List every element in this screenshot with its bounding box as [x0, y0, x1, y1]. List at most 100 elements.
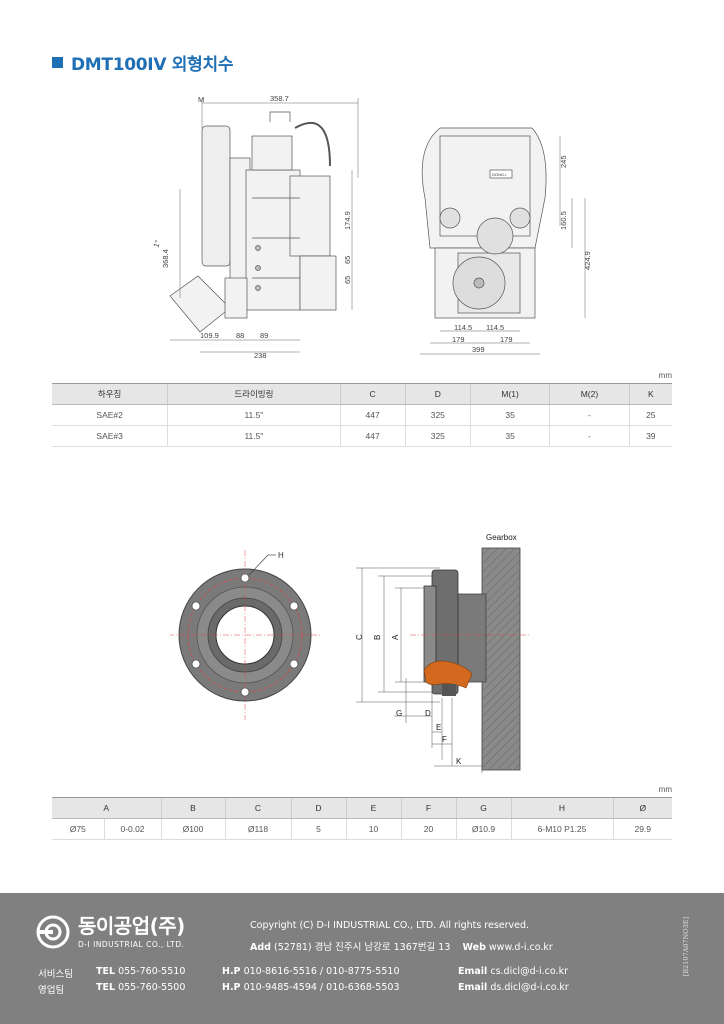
table1-unit: mm	[658, 371, 672, 380]
company-logo: 동이공업(주) D-I INDUSTRIAL CO., LTD.	[36, 915, 185, 949]
hp-label: H.P	[222, 982, 241, 993]
dim-89: 89	[260, 331, 268, 340]
sales-tel: TEL 055-760-5500	[96, 982, 185, 993]
table-cell: 11.5"	[167, 425, 341, 447]
table2-unit: mm	[658, 785, 672, 794]
table2-header: G	[455, 797, 511, 819]
table-cell: Ø100	[160, 818, 225, 840]
table-cell: Ø75	[52, 818, 104, 840]
table2-header: C	[224, 797, 291, 819]
table-cell: Ø10.9	[455, 818, 511, 840]
nameplate-label: DONG-I	[492, 172, 506, 177]
footer: 동이공업(주) D-I INDUSTRIAL CO., LTD. Copyrig…	[0, 893, 724, 1024]
label-h: H	[278, 551, 284, 560]
address-text: (52781) 경남 진주시 남강로 1367번길 13	[273, 942, 451, 953]
copyright-text: Copyright (C) D-I INDUSTRIAL CO., LTD. A…	[250, 920, 530, 931]
table-cell: 0-0.02	[103, 818, 161, 840]
spec-table-1: 하우징 드라이빙링 C D M(1) M(2) K SAE#2 11.5" 44…	[52, 383, 672, 447]
dim-114-5-a: 114.5	[454, 323, 472, 332]
dim-179-a: 179	[452, 335, 465, 344]
sales-email-address[interactable]: ds.dicl@d-i.co.kr	[490, 982, 569, 993]
address-line: Add (52781) 경남 진주시 남강로 1367번길 13 Web www…	[250, 939, 553, 953]
dim-114-5-b: 114.5	[486, 323, 504, 332]
label-k: K	[456, 757, 462, 766]
table-cell: SAE#3	[52, 425, 168, 447]
web-link[interactable]: www.d-i.co.kr	[488, 942, 553, 953]
coupling-drawing: H Gearbox C B A	[170, 533, 530, 773]
title-text: DMT100IV 외형치수	[71, 55, 234, 75]
table-row: SAE#2 11.5" 447 325 35 - 25	[52, 404, 672, 426]
tel-label: TEL	[96, 982, 116, 993]
sales-tel-number[interactable]: 055-760-5500	[118, 982, 186, 993]
table2-header: Ø	[612, 797, 672, 819]
email-label: Email	[458, 966, 488, 977]
table-cell: -	[549, 425, 630, 447]
table-cell: -	[549, 404, 630, 426]
dim-368-4: 368.4	[161, 249, 170, 268]
label-d: D	[425, 709, 431, 718]
service-tel-number[interactable]: 055-760-5510	[118, 966, 186, 977]
table-cell: 29.9	[612, 818, 672, 840]
table2-header: A	[52, 797, 161, 819]
dim-65-a: 65	[343, 256, 352, 264]
dim-160-5: 160.5	[559, 211, 568, 230]
flange-front-view	[170, 550, 322, 720]
table-cell: 447	[339, 425, 406, 447]
label-c: C	[355, 634, 364, 640]
table-cell: 10	[345, 818, 401, 840]
sales-email: Email ds.dicl@d-i.co.kr	[458, 982, 569, 993]
dim-245: 245	[559, 155, 568, 168]
email-label: Email	[458, 982, 488, 993]
dim-424-9: 424.9	[583, 251, 592, 270]
label-b: B	[373, 635, 382, 640]
sales-hp-number[interactable]: 010-9485-4594 / 010-6368-5503	[243, 982, 400, 993]
service-hp: H.P 010-8616-5516 / 010-8775-5510	[222, 966, 400, 977]
service-team-label: 서비스팀	[38, 969, 73, 980]
table-row: SAE#3 11.5" 447 325 35 - 39	[52, 425, 672, 447]
table1-header: M(1)	[469, 383, 550, 405]
front-view	[421, 127, 547, 319]
page-title: DMT100IV 외형치수	[52, 50, 233, 75]
dim-238: 238	[254, 351, 267, 360]
sales-hp: H.P 010-9485-4594 / 010-6368-5503	[222, 982, 400, 993]
spec-table-2: A B C D E F G H Ø Ø75 0-0.02 Ø100 Ø118 5…	[52, 797, 672, 840]
document-code: [B2107A07NO3E]	[682, 917, 690, 977]
dim-174-9: 174.9	[343, 211, 352, 230]
table-cell: 25	[628, 404, 672, 426]
table-cell: SAE#2	[52, 404, 168, 426]
tel-label: TEL	[96, 966, 116, 977]
front-view-dimensions	[420, 136, 586, 355]
sales-team-label: 영업팀	[38, 985, 65, 996]
table-cell: Ø118	[224, 818, 291, 840]
table1-header: C	[339, 383, 406, 405]
label-gearbox: Gearbox	[486, 533, 517, 542]
table1-header: 하우징	[52, 383, 168, 405]
table1-header: K	[628, 383, 672, 405]
dim-358-7: 358.7	[270, 94, 289, 103]
label-g: G	[396, 709, 402, 718]
coupling-section-view	[410, 547, 530, 771]
dim-m: M	[198, 95, 204, 104]
table-cell: 447	[339, 404, 406, 426]
dim-65-b: 65	[343, 276, 352, 284]
dim-angle: 1°	[151, 239, 162, 249]
section-dimensions	[356, 567, 483, 773]
title-bullet	[52, 57, 63, 68]
hp-label: H.P	[222, 966, 241, 977]
table-cell: 35	[469, 425, 550, 447]
table1-header: 드라이빙링	[167, 383, 341, 405]
table2-header: H	[510, 797, 613, 819]
dimension-drawing: M 358.7 368.4 1° 174.9 65 65 109.9 88 89…	[151, 94, 592, 360]
table2-header: D	[290, 797, 346, 819]
logo-icon	[36, 915, 70, 949]
table-cell: 11.5"	[167, 404, 341, 426]
dim-109-9: 109.9	[200, 331, 219, 340]
dim-399: 399	[472, 345, 485, 354]
table-cell: 39	[628, 425, 672, 447]
table-cell: 6-M10 P1.25	[510, 818, 613, 840]
service-email-address[interactable]: cs.dicl@d-i.co.kr	[490, 966, 568, 977]
table-row: Ø75 0-0.02 Ø100 Ø118 5 10 20 Ø10.9 6-M10…	[52, 818, 672, 840]
table-cell: 325	[404, 404, 471, 426]
service-hp-number[interactable]: 010-8616-5516 / 010-8775-5510	[243, 966, 400, 977]
table-cell: 5	[290, 818, 346, 840]
